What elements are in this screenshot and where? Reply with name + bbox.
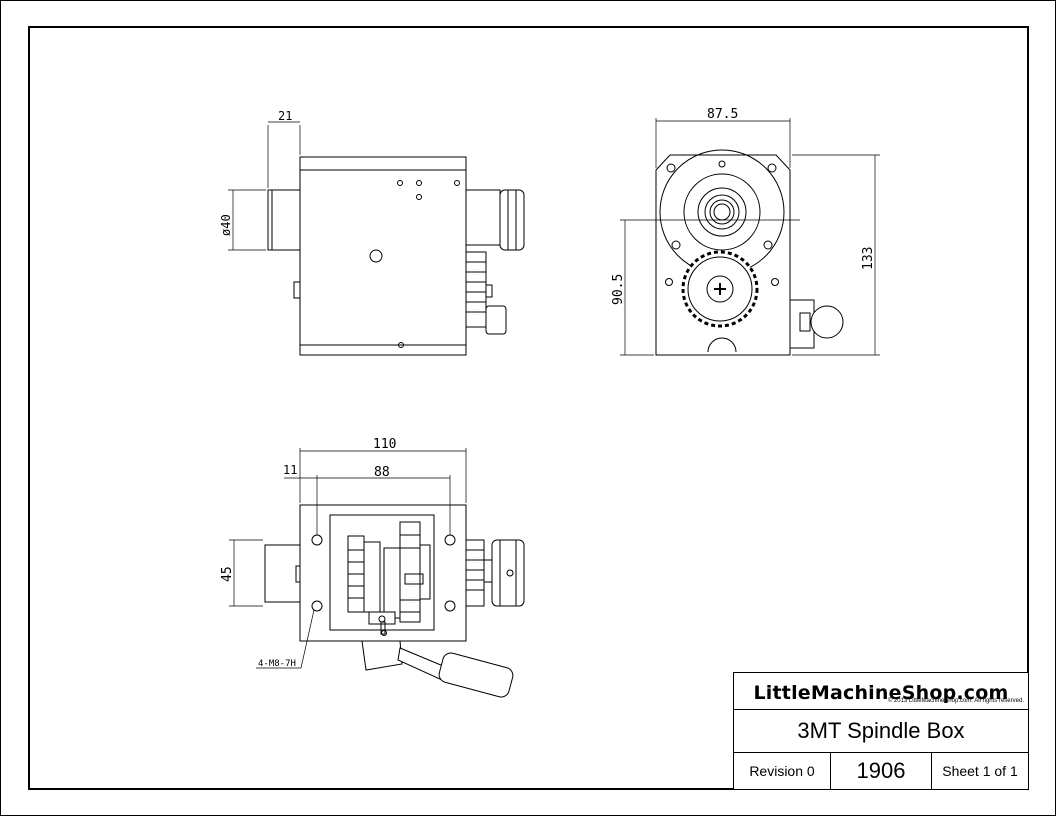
title-block: LittleMachineShop.com © 2013 LittleMachi…	[733, 672, 1028, 789]
drawing-border	[28, 26, 1029, 790]
dim-top-holes: 88	[374, 465, 390, 480]
side-body	[299, 156, 467, 356]
side-spindle-nose	[267, 189, 301, 251]
title-block-company-cell: LittleMachineShop.com © 2013 LittleMachi…	[734, 673, 1028, 710]
copyright-notice: © 2013 LittleMachineShop.com. All rights…	[887, 698, 1024, 704]
dim-top-overall: 110	[373, 437, 396, 452]
dim-top-depth: 45	[220, 566, 235, 582]
dim-front-width: 87.5	[707, 107, 738, 122]
part-name: 3MT Spindle Box	[734, 710, 1028, 753]
dim-front-center-height: 90.5	[611, 274, 626, 305]
sheet-number: Sheet 1 of 1	[942, 763, 1018, 779]
thread-callout: 4-M8-7H	[258, 659, 296, 669]
part-number: 1906	[831, 753, 932, 789]
revision-label: Revision 0	[734, 753, 831, 789]
dim-front-height: 133	[861, 247, 876, 270]
dim-top-offset: 11	[283, 463, 297, 477]
side-view	[228, 121, 525, 356]
dim-side-dia: ø40	[219, 214, 233, 236]
company-name: LittleMachineShop.com	[753, 682, 1009, 704]
title-block-info-row: Revision 0 1906 Sheet 1 of 1	[734, 753, 1028, 789]
top-view	[229, 448, 525, 698]
front-view	[620, 118, 880, 356]
dim-side-width: 21	[278, 109, 292, 123]
